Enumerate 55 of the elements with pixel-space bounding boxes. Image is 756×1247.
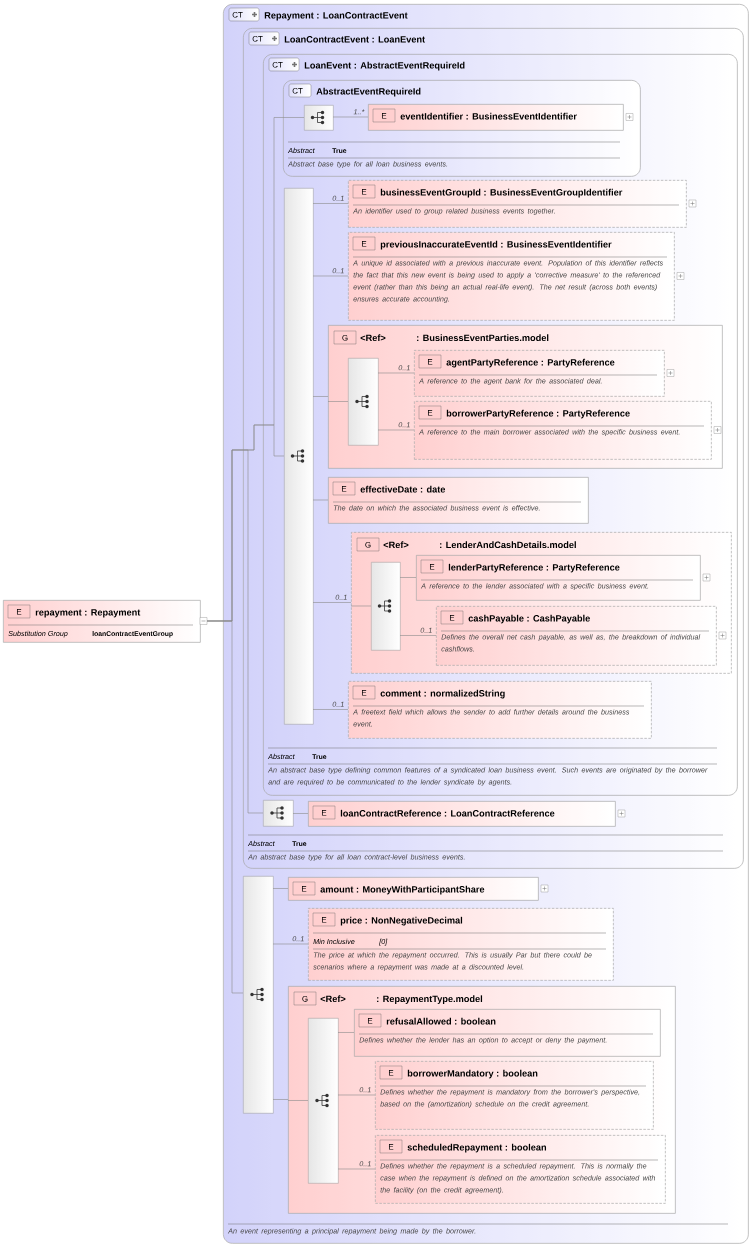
sequence-compositor bbox=[284, 188, 314, 725]
type-badge: E bbox=[379, 1139, 403, 1154]
connector-line bbox=[312, 396, 329, 397]
type-badge: G bbox=[293, 991, 317, 1006]
type-badge: E bbox=[352, 685, 376, 700]
connector-line bbox=[399, 577, 417, 578]
connector-line bbox=[292, 813, 309, 814]
element-box: E eventIdentifier : BusinessEventIdentifier bbox=[368, 104, 634, 131]
type-badge: E bbox=[358, 1013, 382, 1028]
type-badge: CT bbox=[248, 31, 280, 46]
type-badge: E bbox=[420, 559, 444, 574]
sequence-compositor bbox=[348, 358, 379, 446]
type-badge: E bbox=[379, 1065, 403, 1080]
type-badge: E bbox=[292, 881, 316, 896]
connector-line bbox=[399, 635, 437, 636]
type-badge: E bbox=[7, 604, 31, 619]
type-badge: E bbox=[440, 610, 464, 625]
type-badge: G bbox=[356, 537, 380, 552]
connector-line bbox=[272, 888, 289, 889]
element-box: E amount : MoneyWithParticipantShare bbox=[288, 877, 549, 901]
sequence-compositor bbox=[263, 800, 294, 827]
connector-line bbox=[377, 372, 415, 374]
type-badge: CT bbox=[288, 83, 312, 98]
connector-line bbox=[337, 1032, 355, 1033]
connector-line bbox=[312, 499, 329, 501]
type-badge: CT bbox=[268, 57, 300, 72]
connector-line bbox=[312, 602, 352, 603]
type-badge: E bbox=[418, 405, 442, 420]
type-badge: E bbox=[418, 354, 442, 369]
element-box: E loanContractReference : LoanContractReference bbox=[308, 801, 626, 827]
connector-line bbox=[312, 203, 349, 204]
connector-line bbox=[327, 401, 349, 402]
connector-line bbox=[337, 1168, 376, 1170]
connector-line bbox=[312, 275, 349, 277]
type-badge: E bbox=[372, 108, 396, 123]
type-badge: G bbox=[333, 330, 357, 345]
sequence-compositor bbox=[304, 105, 334, 131]
connector-line bbox=[272, 1099, 289, 1100]
sequence-compositor bbox=[243, 876, 274, 1114]
type-badge: CT bbox=[228, 7, 260, 22]
connector-line bbox=[337, 1094, 376, 1096]
sequence-compositor bbox=[371, 562, 401, 651]
type-badge: E bbox=[332, 481, 356, 496]
type-badge: E bbox=[352, 236, 376, 251]
connector-line bbox=[287, 1100, 309, 1101]
connector-line bbox=[332, 116, 369, 118]
type-badge: E bbox=[312, 912, 336, 927]
connector-line bbox=[272, 943, 309, 945]
connector-line bbox=[312, 709, 349, 710]
connector-line bbox=[350, 605, 372, 607]
type-badge: E bbox=[312, 805, 336, 820]
connector-line bbox=[206, 620, 244, 994]
sequence-compositor bbox=[308, 1018, 339, 1184]
connector-line bbox=[377, 429, 415, 431]
type-badge: E bbox=[352, 184, 376, 199]
